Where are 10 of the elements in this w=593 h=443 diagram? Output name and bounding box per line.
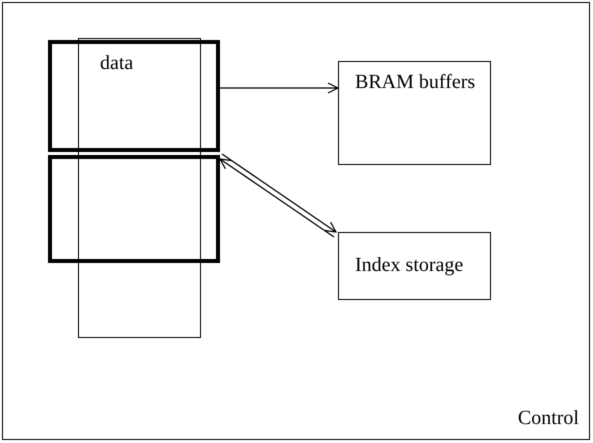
storage-box bbox=[338, 232, 491, 300]
memory-block bbox=[78, 38, 201, 338]
node-label: Index storage bbox=[355, 253, 464, 278]
arrow bbox=[220, 82, 339, 94]
data-region bbox=[48, 40, 220, 152]
node-label: data bbox=[100, 51, 134, 76]
node-label: Control bbox=[518, 406, 579, 431]
memory-region bbox=[48, 155, 220, 263]
node-label: BRAM buffers bbox=[355, 70, 476, 95]
buffer-box bbox=[338, 61, 491, 165]
